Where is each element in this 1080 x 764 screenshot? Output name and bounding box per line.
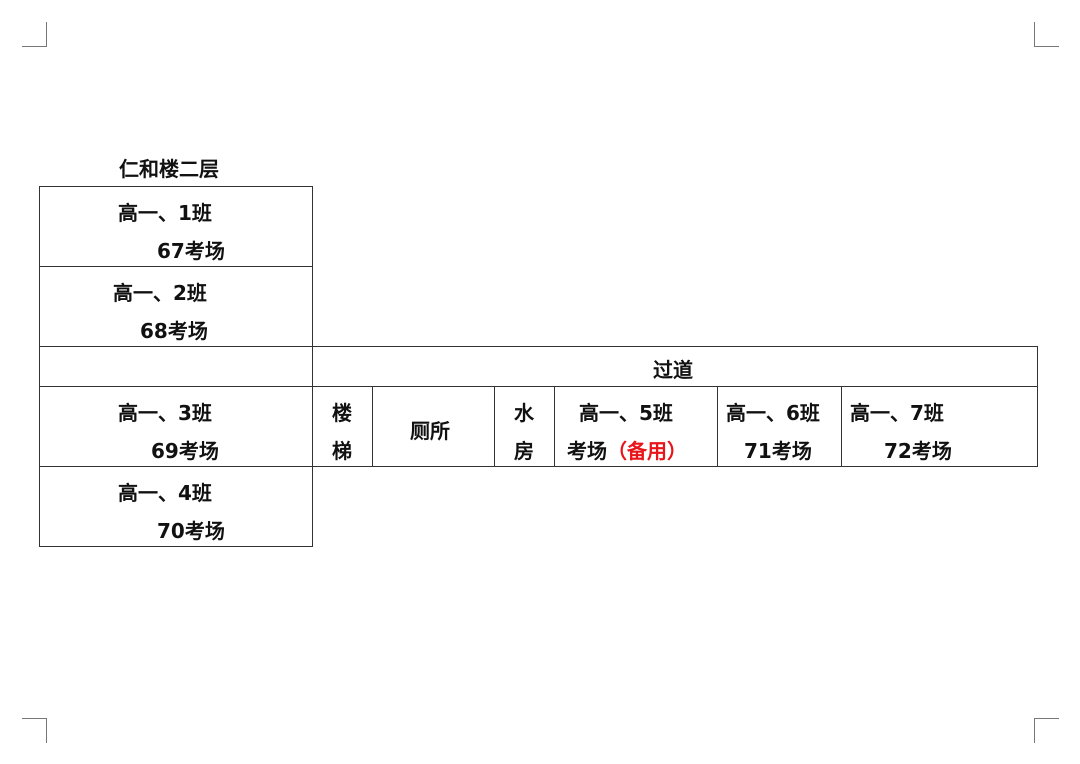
room-class-label: 高一、3班 [118, 401, 212, 425]
room-class-7: 高一、7班 72考场 [841, 386, 1038, 467]
toilet: 厕所 [372, 386, 495, 467]
room-exam-label: 70考场 [157, 519, 225, 543]
water-room-label: 房 [514, 439, 534, 463]
room-class-label: 高一、6班 [726, 401, 820, 425]
room-class-4: 高一、4班 70考场 [39, 466, 313, 547]
stairs: 楼 梯 [312, 386, 373, 467]
water-room: 水 房 [494, 386, 555, 467]
crop-mark [1034, 718, 1059, 743]
corridor: 过道 [312, 346, 1038, 387]
room-exam-label: 67考场 [157, 239, 225, 263]
crop-mark [22, 22, 47, 47]
floor-title: 仁和楼二层 [119, 157, 219, 181]
water-room-label: 水 [514, 401, 534, 425]
room-exam-label: 71考场 [744, 439, 812, 463]
empty-cell [39, 346, 313, 387]
room-class-2: 高一、2班 68考场 [39, 266, 313, 347]
stairs-label: 楼 [332, 401, 352, 425]
room-class-label: 高一、7班 [850, 401, 944, 425]
crop-mark [1034, 22, 1059, 47]
room-class-6: 高一、6班 71考场 [717, 386, 842, 467]
room-class-label: 高一、1班 [118, 201, 212, 225]
corridor-label: 过道 [653, 358, 693, 382]
room-exam-label: 69考场 [151, 439, 219, 463]
room-exam-label: 72考场 [884, 439, 952, 463]
room-class-label: 高一、4班 [118, 481, 212, 505]
stairs-label: 梯 [332, 439, 352, 463]
toilet-label: 厕所 [410, 419, 450, 443]
room-exam-label: 考场 [567, 439, 607, 463]
room-class-5: 高一、5班 考场（备用） [554, 386, 718, 467]
room-exam-label: 68考场 [140, 319, 208, 343]
room-class-label: 高一、5班 [579, 401, 673, 425]
room-class-1: 高一、1班 67考场 [39, 186, 313, 267]
room-class-label: 高一、2班 [113, 281, 207, 305]
crop-mark [22, 718, 47, 743]
reserve-note: （备用） [607, 439, 687, 463]
room-class-3: 高一、3班 69考场 [39, 386, 313, 467]
